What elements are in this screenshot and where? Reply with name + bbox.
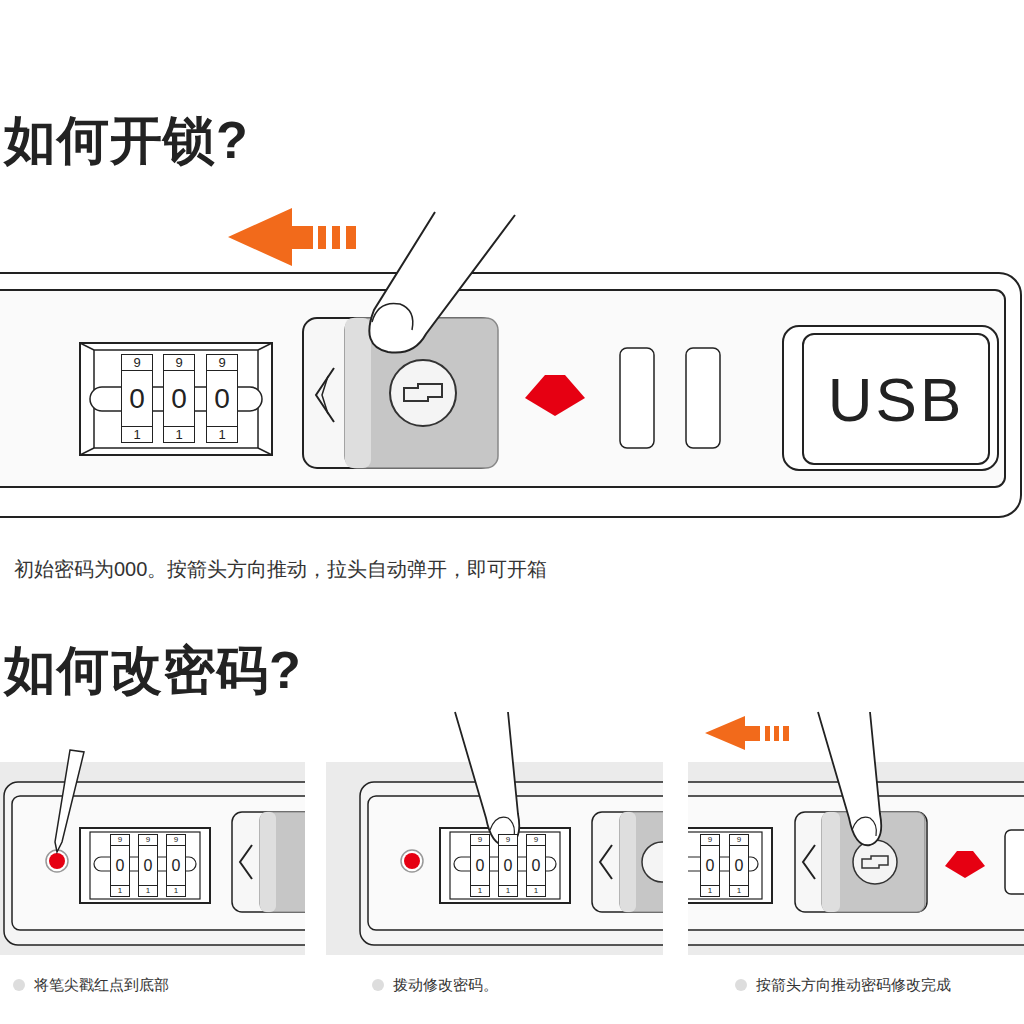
dial-digit: 1 [499,886,517,896]
combination-dial: 901 [526,834,546,897]
dial-digit: 9 [499,835,517,845]
caption: 初始密码为000。按箭头方向推动，拉头自动弹开，即可开箱 [14,556,547,583]
dial-digit: 1 [527,886,545,896]
dial-digit: 9 [527,835,545,845]
dial-digit: 0 [167,845,185,886]
combination-dial: 901 [729,834,749,897]
finger [369,212,515,353]
dial-digit: 9 [167,835,185,845]
dial-digit: 9 [730,835,748,845]
dial-digit: 0 [207,370,237,427]
combination-dial: 901 [206,354,238,443]
step-caption: 按箭头方向推动密码修改完成 [756,976,951,995]
dial-digit: 9 [207,355,237,370]
dial-digit: 1 [167,886,185,896]
combination-dial: 901 [166,834,186,897]
dial-digit: 1 [122,427,152,442]
step-caption: 将笔尖戳红点到底部 [34,976,169,995]
dial-digit: 9 [122,355,152,370]
finger [455,712,881,845]
dial-digit: 0 [701,845,719,886]
combination-dial: 901 [110,834,130,897]
dial-digit: 1 [730,886,748,896]
section-heading: 如何开锁? [4,106,249,176]
push-arrow [228,208,356,266]
combination-dial: 901 [498,834,518,897]
dial-digit: 0 [471,845,489,886]
dial-digit: 0 [527,845,545,886]
lock-body [4,782,305,945]
combination-dial: 901 [138,834,158,897]
step-caption: 拨动修改密码。 [393,976,498,995]
lock-body [0,273,1021,517]
section-heading: 如何改密码? [4,636,302,706]
dial-digit: 0 [139,845,157,886]
combination-dial: 901 [121,354,153,443]
dial-digit: 1 [471,886,489,896]
dial-digit: 9 [111,835,129,845]
dial-digit: 0 [111,845,129,886]
dial-digit: 0 [730,845,748,886]
dial-digit: 0 [122,370,152,427]
dial-digit: 0 [499,845,517,886]
combination-dial: 901 [163,354,195,443]
dial-digit: 1 [164,427,194,442]
dial-digit: 9 [164,355,194,370]
dial-digit: 9 [471,835,489,845]
pen-tip [55,750,84,852]
usb-label: USB [828,364,964,435]
dial-digit: 9 [139,835,157,845]
dial-digit: 1 [139,886,157,896]
dial-digit: 9 [701,835,719,845]
combination-dial: 901 [470,834,490,897]
dial-digit: 1 [701,886,719,896]
dial-digit: 1 [207,427,237,442]
dial-digit: 0 [164,370,194,427]
dial-digit: 1 [111,886,129,896]
usb-button: USB [802,333,990,465]
combination-dial: 901 [700,834,720,897]
push-arrow [705,716,789,750]
